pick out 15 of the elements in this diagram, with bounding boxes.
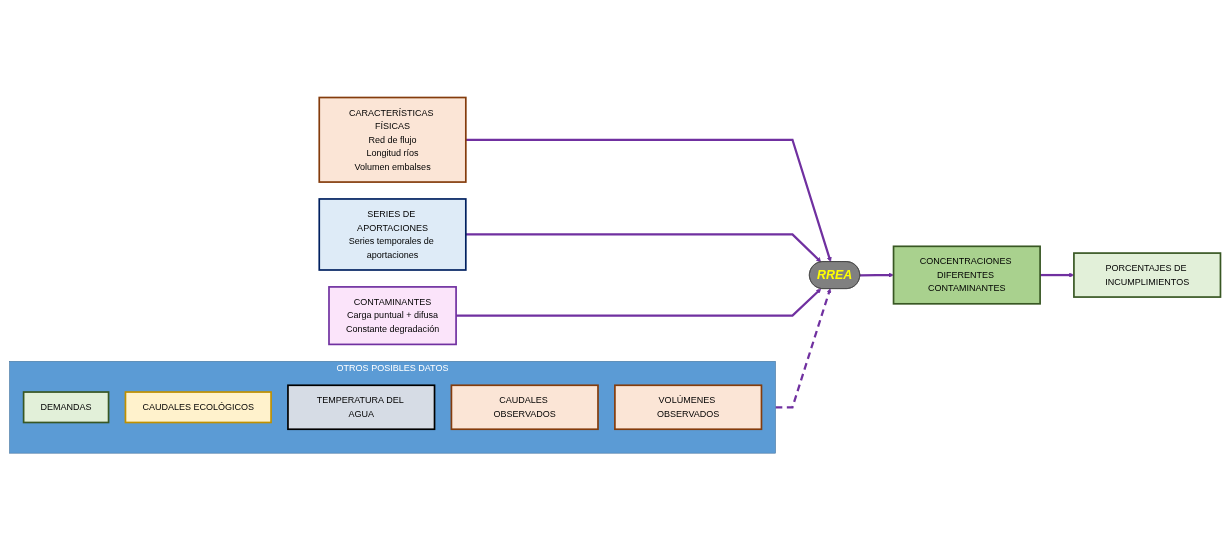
- arrow: [456, 288, 822, 317]
- node-box: CONCENTRACIONES DIFERENTES CONTAMINANTES: [892, 245, 1041, 305]
- node-box: SERIES DE APORTACIONES Series temporales de aportaciones: [318, 198, 467, 271]
- node-box: PORCENTAJES DE INCUMPLIMIENTOS: [1073, 252, 1222, 299]
- arrow: [860, 272, 894, 278]
- node-box: CAUDALES ECOLÓGICOS: [124, 391, 272, 424]
- node-box: DEMANDAS: [22, 391, 110, 424]
- arrow: [465, 233, 822, 263]
- node-box: TEMPERATURA DEL AGUA: [287, 384, 436, 431]
- node-box: CAUDALES OBSERVADOS: [450, 384, 599, 431]
- node-box: VOLÚMENES OBSERVADOS: [614, 384, 763, 431]
- arrow: [775, 288, 832, 409]
- node-box: CONTAMINANTES Carga puntual + difusa Constante degradación: [328, 286, 457, 346]
- node-box: CARACTERÍSTICAS FÍSICAS Red de flujo Longitud ríos Volumen embalses: [318, 96, 467, 184]
- arrow: [465, 138, 832, 263]
